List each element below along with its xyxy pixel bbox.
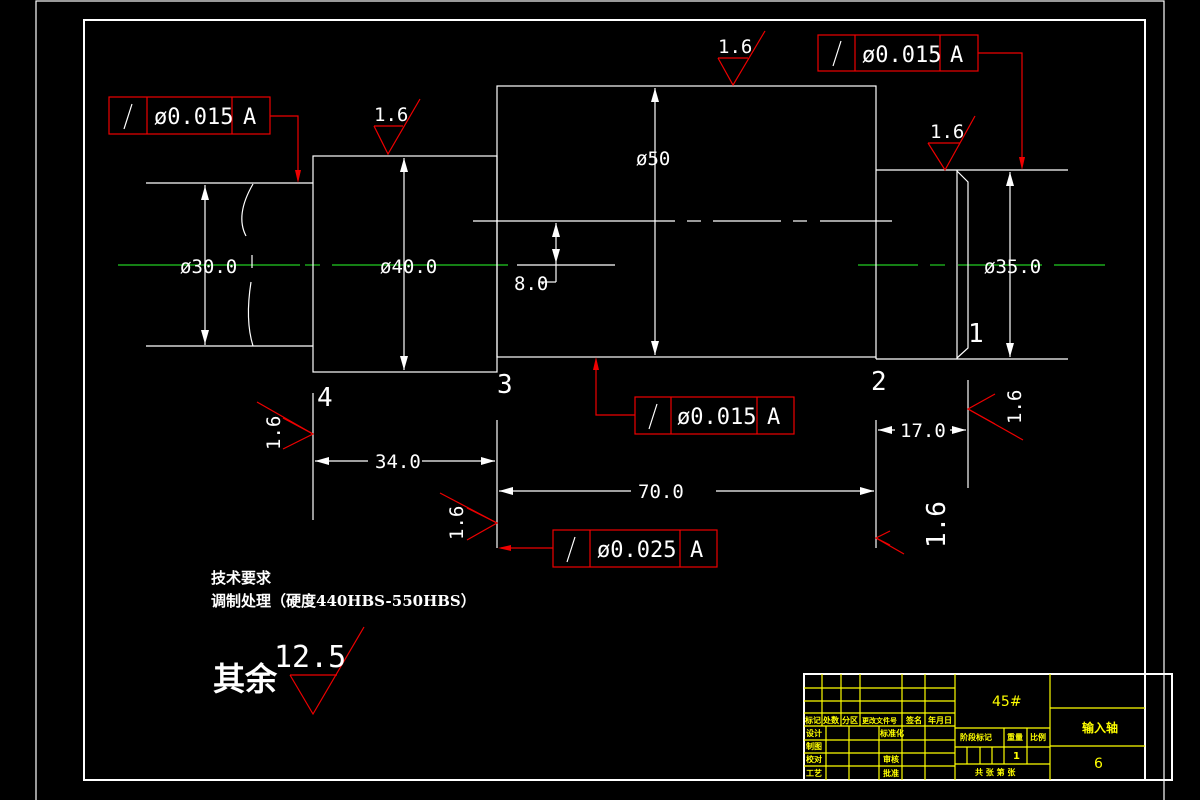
roughness-value-other: 12.5 bbox=[274, 640, 346, 675]
roughness-symbol-bottom-2: 1.6 bbox=[874, 501, 952, 555]
roughness-value: 1.6 bbox=[446, 506, 468, 540]
label-check: 校对 bbox=[806, 754, 822, 764]
other-roughness-label: 其余 bbox=[213, 660, 278, 698]
runout-arrow-icon bbox=[832, 40, 842, 67]
tolerance-value: ø0.015 bbox=[154, 105, 233, 130]
dim-length-17: 17.0 bbox=[900, 420, 946, 442]
rev-header-date: 年月日 bbox=[928, 715, 952, 725]
title-block bbox=[803, 673, 1173, 781]
tolerance-frame-1: ø0.015 A bbox=[108, 96, 301, 183]
section-label-1: 1 bbox=[968, 319, 984, 349]
dim-length-70: 70.0 bbox=[638, 481, 684, 503]
roughness-value: 1.6 bbox=[1004, 390, 1026, 424]
runout-arrow-icon bbox=[648, 403, 658, 430]
label-weight: 重量 bbox=[1007, 732, 1023, 742]
rev-header-count: 处数 bbox=[822, 715, 840, 725]
tolerance-frame-2: ø0.015 A bbox=[817, 34, 1025, 170]
roughness-symbol-right-17: 1.6 bbox=[966, 390, 1026, 441]
section-label-2: 2 bbox=[871, 367, 887, 397]
roughness-value: 1.6 bbox=[930, 121, 964, 143]
label-design: 设计 bbox=[806, 728, 822, 738]
dim-key-depth: 8.0 bbox=[514, 273, 548, 295]
datum-label: A bbox=[950, 43, 963, 68]
part-name: 输入轴 bbox=[1082, 720, 1118, 735]
tolerance-frame-3: ø0.015 A bbox=[593, 357, 795, 435]
roughness-symbol-left-3: 1.6 bbox=[439, 492, 499, 541]
shaft-outline bbox=[146, 85, 1068, 373]
label-process: 工艺 bbox=[806, 768, 822, 778]
runout-arrow-icon bbox=[566, 536, 576, 563]
label-scale: 比例 bbox=[1030, 732, 1046, 742]
roughness-symbol-left-4: 1.6 bbox=[256, 401, 315, 450]
datum-label: A bbox=[243, 105, 256, 130]
tolerance-value: ø0.015 bbox=[677, 405, 756, 430]
roughness-value: 1.6 bbox=[718, 36, 752, 58]
rev-header-doc-no: 更改文件号 bbox=[862, 716, 897, 725]
tolerance-value: ø0.015 bbox=[862, 43, 941, 68]
outer-frame bbox=[35, 0, 1165, 800]
datum-label: A bbox=[767, 405, 780, 430]
scale-value: 1 bbox=[1013, 751, 1020, 762]
label-drawing: 制图 bbox=[806, 741, 822, 751]
rev-header-mark: 标记 bbox=[804, 715, 821, 725]
section-label-3: 3 bbox=[497, 370, 513, 400]
section-label-4: 4 bbox=[317, 383, 333, 413]
label-approve: 批准 bbox=[883, 768, 899, 778]
inner-frame bbox=[83, 19, 1146, 781]
dim-d35: ø35.0 bbox=[984, 256, 1041, 278]
runout-arrow-icon bbox=[123, 103, 133, 130]
roughness-value: 1.6 bbox=[922, 501, 952, 548]
rev-header-sign: 签名 bbox=[905, 715, 922, 725]
roughness-value: 1.6 bbox=[263, 416, 285, 450]
roughness-symbol-top-center: 1.6 bbox=[717, 30, 766, 87]
datum-label: A bbox=[690, 538, 703, 563]
tech-req-title: 技术要求 bbox=[211, 569, 272, 587]
dimension-lines bbox=[201, 88, 1014, 548]
tolerance-frame-4: ø0.025 A bbox=[498, 529, 718, 568]
sheets-label: 共 张 第 张 bbox=[975, 767, 1016, 777]
rev-header-zone: 分区 bbox=[842, 715, 858, 725]
drawing-number: 6 bbox=[1094, 756, 1103, 772]
dim-length-34: 34.0 bbox=[375, 451, 421, 473]
roughness-symbol-top-left: 1.6 bbox=[373, 98, 421, 156]
roughness-symbol-top-right: 1.6 bbox=[927, 115, 976, 172]
label-review: 审核 bbox=[883, 754, 899, 764]
roughness-value: 1.6 bbox=[374, 104, 408, 126]
label-standardization: 标准化 bbox=[879, 728, 904, 738]
dim-d50: ø50 bbox=[636, 148, 670, 170]
label-stage-mark: 阶段标记 bbox=[960, 732, 992, 742]
dim-d30: ø30.0 bbox=[180, 256, 237, 278]
roughness-symbol-other: 12.5 bbox=[274, 626, 365, 716]
tolerance-value: ø0.025 bbox=[597, 538, 676, 563]
tech-req-line1: 调制处理（硬度440HBS-550HBS） bbox=[211, 592, 476, 610]
dim-d40: ø40.0 bbox=[380, 256, 437, 278]
material-value: 45# bbox=[992, 694, 1022, 710]
